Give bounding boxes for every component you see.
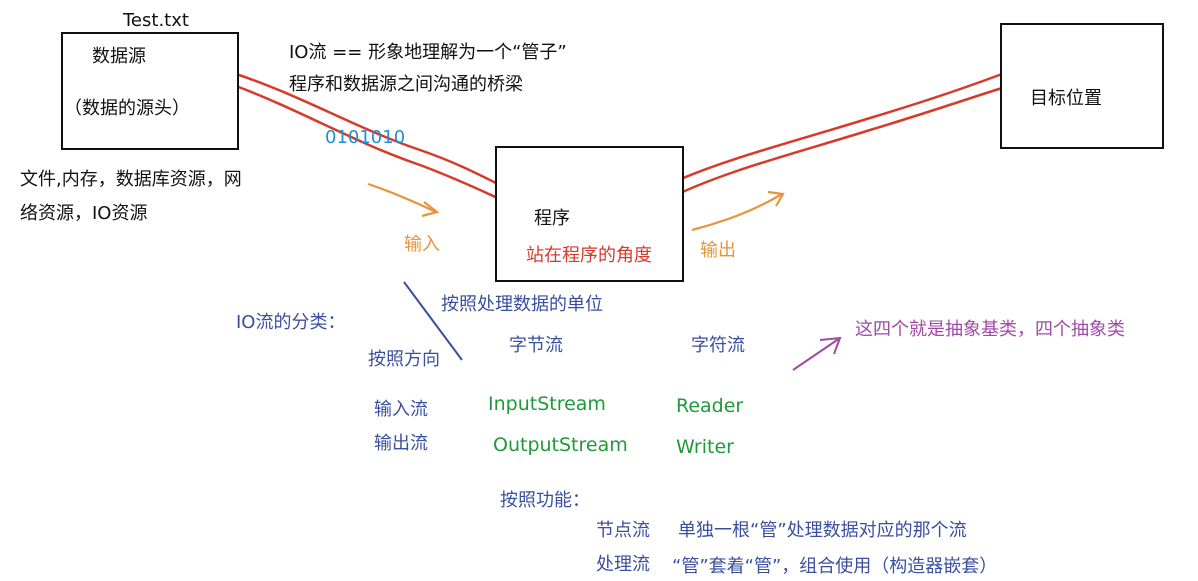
target-title: 目标位置 <box>1030 88 1102 109</box>
intro-line1: IO流 == 形象地理解为一个“管子” <box>289 42 567 63</box>
byte-stream-label: 字节流 <box>509 335 563 356</box>
source-title: 数据源 <box>92 46 146 67</box>
source-examples-line1: 文件,内存，数据库资源，网 <box>20 169 242 190</box>
abstract-note-arrow-head <box>819 336 842 355</box>
direction-divider-line <box>403 281 463 361</box>
intro-line2: 程序和数据源之间沟通的桥梁 <box>289 74 523 95</box>
input-arrow <box>367 182 437 213</box>
input-arrow-head <box>421 201 440 218</box>
char-stream-label: 字符流 <box>691 335 745 356</box>
processing-stream-label: 处理流 <box>596 554 650 575</box>
output-stream-class: OutputStream <box>493 434 628 456</box>
pipe-right-bottom <box>665 86 1003 202</box>
pipe-right-top <box>664 72 1003 188</box>
function-title: 按照功能： <box>500 490 590 511</box>
source-examples-line2: 络资源，IO资源 <box>20 203 148 224</box>
input-stream-class: InputStream <box>488 393 606 415</box>
pipe-left-top <box>235 72 503 188</box>
source-filename: Test.txt <box>123 10 189 31</box>
input-stream-row-label: 输入流 <box>374 399 428 420</box>
abstract-note-arrow <box>792 337 841 371</box>
abstract-note: 这四个就是抽象基类，四个抽象类 <box>855 319 1125 340</box>
processing-stream-desc: “管”套着“管”，组合使用（构造器嵌套） <box>672 556 998 577</box>
input-label: 输入 <box>404 234 440 255</box>
output-stream-row-label: 输出流 <box>374 433 428 454</box>
binary-bits: 0101010 <box>325 127 406 148</box>
by-direction-label: 按照方向 <box>368 349 440 370</box>
pipe-left-bottom <box>235 84 503 202</box>
program-title: 程序 <box>534 208 570 229</box>
program-viewpoint: 站在程序的角度 <box>526 245 652 266</box>
source-box <box>61 32 239 150</box>
target-box <box>1000 23 1164 149</box>
classification-title: IO流的分类： <box>236 312 346 333</box>
node-stream-label: 节点流 <box>596 520 650 541</box>
node-stream-desc: 单独一根“管”处理数据对应的那个流 <box>678 520 967 541</box>
program-box <box>495 146 684 282</box>
reader-class: Reader <box>676 395 744 417</box>
source-subtitle: （数据的源头） <box>64 98 190 119</box>
output-arrow-head <box>767 190 785 207</box>
output-label: 输出 <box>700 240 736 261</box>
by-unit-label: 按照处理数据的单位 <box>441 294 603 315</box>
writer-class: Writer <box>676 436 734 458</box>
output-arrow <box>691 193 783 232</box>
